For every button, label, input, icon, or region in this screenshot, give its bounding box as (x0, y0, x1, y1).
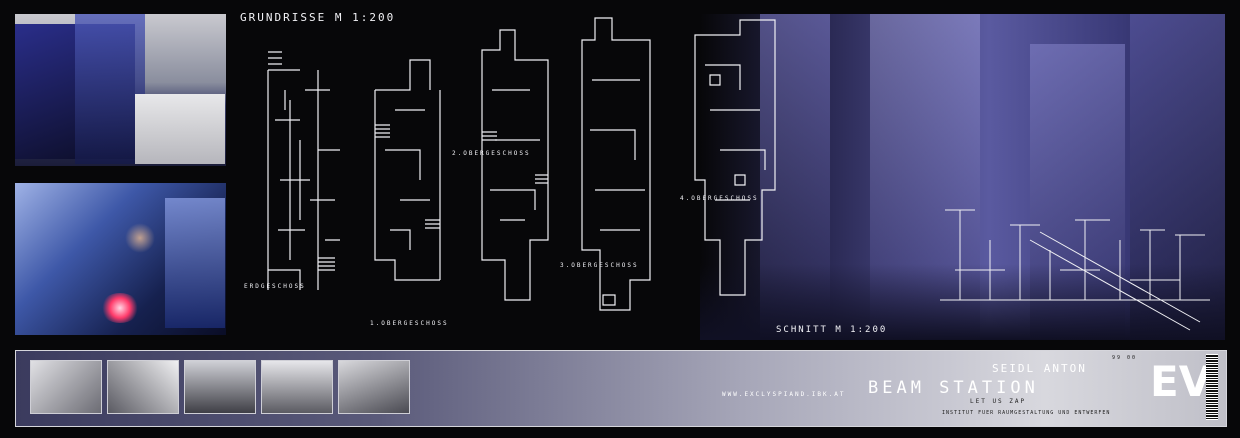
plan-first-floor (374, 59, 441, 281)
floor-label-ground: ERDGESCHOSS (244, 283, 306, 290)
plan-ground-floor (267, 51, 340, 290)
plan-second-floor (481, 29, 549, 301)
ev-logo: EV (1150, 357, 1212, 406)
render-bottom-left (15, 183, 226, 335)
semester-label: 99 00 (1112, 355, 1138, 361)
render-top-left (15, 14, 226, 166)
floor-label-4: 4.OBERGESCHOSS (680, 195, 759, 202)
project-subtitle: LET US ZAP (970, 398, 1027, 405)
thumbnail-1 (30, 360, 102, 414)
section-drawing (940, 209, 1210, 331)
plans-title: GRUNDRISSE M 1:200 (240, 11, 396, 24)
plan-fourth-floor (694, 19, 776, 296)
barcode (1206, 354, 1218, 420)
author-name: SEIDL ANTON (992, 362, 1087, 375)
render-perspective (700, 14, 1225, 340)
thumbnail-5 (338, 360, 410, 414)
floor-label-1: 1.OBERGESCHOSS (370, 320, 449, 327)
website-url: WWW.EXCLYSPIAND.IBK.AT (722, 391, 846, 398)
section-title: SCHNITT M 1:200 (776, 325, 888, 335)
plan-third-floor (581, 17, 651, 311)
thumbnail-2 (107, 360, 179, 414)
institute-name: INSTITUT FUER RAUMGESTALTUNG UND ENTWERF… (942, 410, 1111, 416)
thumbnail-4 (261, 360, 333, 414)
thumbnail-3 (184, 360, 256, 414)
floor-label-3: 3.OBERGESCHOSS (560, 262, 639, 269)
floor-label-2: 2.OBERGESCHOSS (452, 150, 531, 157)
project-title: BEAM STATION (868, 378, 1039, 398)
